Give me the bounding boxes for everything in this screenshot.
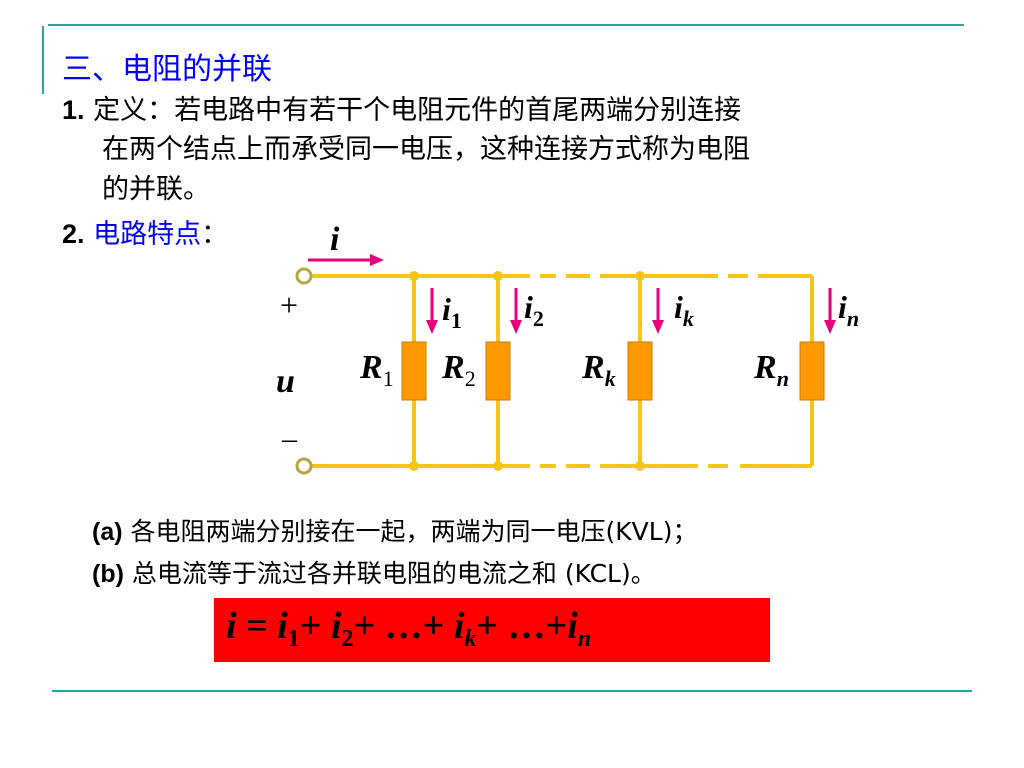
resistor-bodies — [401, 341, 825, 401]
definition-line-3: 的并联。 — [102, 174, 210, 205]
bottom-terminal — [295, 457, 313, 475]
kcl-formula: i = i1+ i2+ …+ ik+ …+in — [226, 605, 592, 652]
features-colon: ： — [201, 219, 229, 250]
features-heading: 2. 电路特点： — [62, 214, 228, 255]
minus-sign: – — [281, 422, 298, 455]
note-a: (a) 各电阻两端分别接在一起，两端为同一电压(KVL)； — [92, 512, 697, 548]
bottom-rule — [52, 690, 972, 692]
features-number: 2. — [62, 219, 85, 249]
note-b: (b) 总电流等于流过各并联电阻的电流之和 (KCL)。 — [92, 554, 656, 590]
resistor-k-label: Rk — [581, 349, 616, 391]
formula-highlight-box — [214, 598, 770, 662]
branch-k-current-label: ik — [674, 289, 694, 331]
left-rule — [42, 26, 44, 94]
definition-line-2: 在两个结点上而承受同一电压，这种连接方式称为电阻 — [102, 134, 750, 165]
top-terminal — [295, 267, 313, 285]
voltage-label: u — [276, 363, 295, 400]
total-current-label: i — [330, 221, 340, 258]
definition-line-1: 1. 定义：若电路中有若干个电阻元件的首尾两端分别连接 — [62, 90, 741, 131]
note-b-label: (b) — [92, 560, 124, 588]
junction-dots — [409, 271, 645, 471]
branch-2-current-label: i2 — [524, 289, 544, 331]
total-current-arrow — [308, 254, 384, 266]
definition-number: 1. — [62, 95, 85, 125]
resistor-n-label: Rn — [753, 349, 789, 391]
features-label: 电路特点 — [93, 219, 202, 250]
branch-n-current-label: in — [838, 289, 859, 331]
branch-1-current-label: i1 — [442, 291, 462, 333]
definition-text-1: 定义：若电路中有若干个电阻元件的首尾两端分别连接 — [93, 95, 742, 126]
top-rule — [48, 24, 964, 26]
plus-sign: + — [280, 287, 298, 323]
branch-current-arrows — [426, 288, 836, 334]
note-b-text: 总电流等于流过各并联电阻的电流之和 (KCL)。 — [123, 559, 656, 588]
resistor-2-label: R2 — [441, 349, 476, 391]
note-a-text: 各电阻两端分别接在一起，两端为同一电压(KVL)； — [122, 517, 698, 546]
note-a-label: (a) — [92, 518, 123, 546]
section-title: 三、电阻的并联 — [62, 52, 272, 87]
resistor-1-label: R1 — [359, 349, 394, 391]
